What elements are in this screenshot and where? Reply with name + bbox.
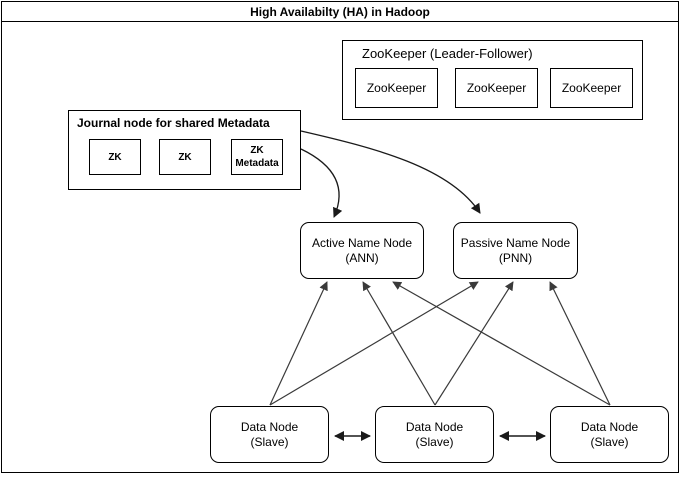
data-node-label: Data Node	[240, 419, 299, 434]
zk-node-sublabel: Metadata	[235, 158, 279, 169]
passive-name-node-label: Passive Name Node	[460, 235, 571, 250]
zk-node-label: ZK	[108, 151, 122, 163]
zookeeper-node-label: ZooKeeper	[561, 80, 622, 95]
data-node-label: Data Node	[405, 419, 464, 434]
zk-node-1: ZK	[89, 139, 141, 175]
active-name-node: Active Name Node (ANN)	[300, 222, 424, 279]
active-name-node-abbrev: (ANN)	[345, 250, 379, 265]
journal-group-label: Journal node for shared Metadata	[77, 116, 270, 130]
passive-name-node: Passive Name Node (PNN)	[453, 222, 578, 279]
data-node-sublabel: (Slave)	[590, 434, 629, 449]
data-node-3: Data Node (Slave)	[550, 406, 669, 463]
active-name-node-label: Active Name Node	[311, 235, 413, 250]
data-node-sublabel: (Slave)	[250, 434, 289, 449]
data-node-sublabel: (Slave)	[415, 434, 454, 449]
zk-node-2: ZK	[159, 139, 211, 175]
zookeeper-node-label: ZooKeeper	[466, 80, 527, 95]
zookeeper-group-box: ZooKeeper (Leader-Follower) ZooKeeper Zo…	[342, 40, 643, 120]
data-node-1: Data Node (Slave)	[210, 406, 329, 463]
zookeeper-node-1: ZooKeeper	[355, 68, 438, 108]
diagram-title: High Availabilty (HA) in Hadoop	[250, 4, 430, 19]
journal-group-box: Journal node for shared Metadata ZK ZK Z…	[68, 110, 301, 190]
zookeeper-group-label: ZooKeeper (Leader-Follower)	[362, 46, 533, 61]
diagram-title-bar: High Availabilty (HA) in Hadoop	[1, 1, 679, 22]
zk-node-label: ZK	[178, 151, 192, 163]
data-node-label: Data Node	[580, 419, 639, 434]
zk-metadata-node: ZK Metadata	[231, 139, 283, 175]
passive-name-node-abbrev: (PNN)	[498, 250, 533, 265]
data-node-2: Data Node (Slave)	[375, 406, 494, 463]
zookeeper-node-label: ZooKeeper	[366, 80, 427, 95]
zookeeper-node-2: ZooKeeper	[455, 68, 538, 108]
zookeeper-node-3: ZooKeeper	[550, 68, 633, 108]
zk-node-label: ZK	[250, 145, 264, 156]
